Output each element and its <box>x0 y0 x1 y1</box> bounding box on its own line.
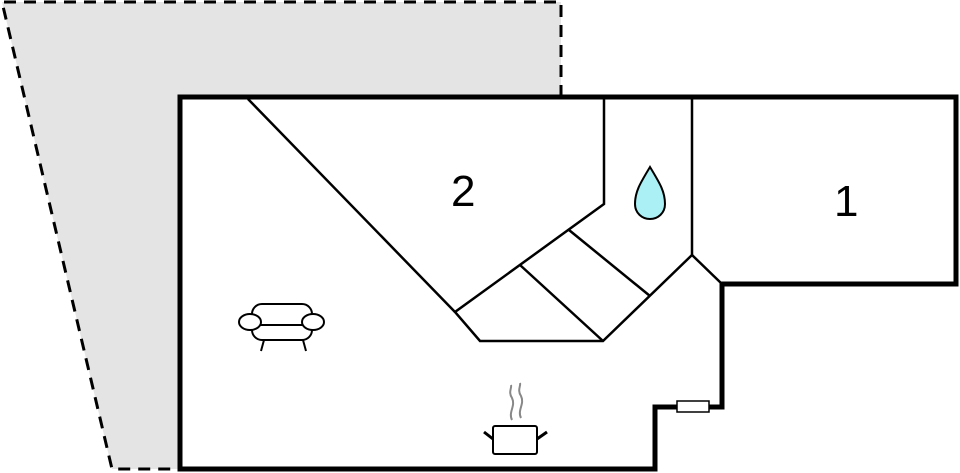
radiator-icon <box>676 400 710 413</box>
inner-walls <box>247 98 723 343</box>
water-drop-icon <box>633 165 667 221</box>
outer-walls <box>177 94 959 472</box>
cooking-pot-icon <box>483 382 548 455</box>
room-label-1: 1 <box>834 177 859 226</box>
sofa-icon <box>238 303 325 352</box>
terrace-area <box>2 2 561 469</box>
terrace-boundary <box>0 0 563 471</box>
room-label-2: 2 <box>451 167 476 216</box>
